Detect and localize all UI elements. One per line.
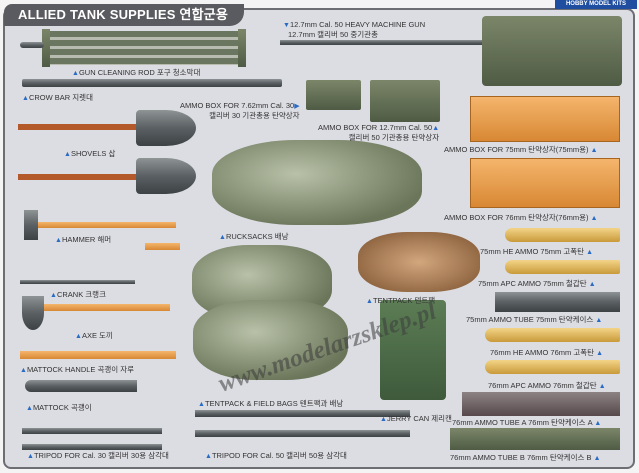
crank	[20, 280, 135, 284]
tripod-30-leg-1	[22, 428, 162, 434]
tripod-50-label: ▲TRIPOD FOR Cal. 50 캘리버 50용 삼각대	[205, 451, 347, 460]
tripod-50-leg-2	[195, 430, 410, 437]
ammo-box-50	[370, 80, 440, 122]
shovel-1	[136, 110, 196, 146]
ammo-tube-75	[495, 292, 620, 312]
heavy-machine-gun	[482, 16, 622, 86]
rucksacks-label: ▲RUCKSACKS 배낭	[219, 232, 289, 241]
apc-75-label: 75mm APC AMMO 75mm 철갑탄 ▲	[478, 279, 596, 288]
crow-bar-label: ▲CROW BAR 지렛대	[22, 93, 93, 102]
he-76-label: 76mm HE AMMO 76mm 고폭탄 ▲	[490, 348, 604, 357]
tentpack	[358, 232, 480, 292]
shovel-2	[136, 158, 196, 194]
page-title: ALLIED TANK SUPPLIES 연합군용	[4, 4, 245, 26]
axe-label: ▲AXE 도끼	[75, 331, 113, 340]
tripod-30-label: ▲TRIPOD FOR Cal. 30 캘리버 30용 삼각대	[27, 451, 169, 460]
tentpack-field-bags	[193, 300, 348, 380]
ammo-box-50-label: AMMO BOX FOR 12.7mm Cal. 50▲캘리버 50 기관총용 …	[318, 123, 440, 142]
ammo-box-30-label: AMMO BOX FOR 7.62mm Cal. 30▶캘리버 30 기관총용 …	[180, 101, 300, 120]
tentpack-bags-label: ▲TENTPACK & FIELD BAGS 텐트팩과 배낭	[198, 399, 344, 408]
cleaning-rod-label: ▲GUN CLEANING ROD 포구 청소막대	[72, 68, 201, 77]
shovels-label: ▲SHOVELS 삽	[64, 149, 116, 158]
jerry-can-label: ▲JERRY CAN 제리캔	[380, 414, 452, 423]
mattock-label: ▲MATTOCK 곡괭이	[26, 403, 92, 412]
gun-cleaning-rod	[50, 31, 238, 65]
hammer-label: ▲HAMMER 해머	[55, 235, 112, 244]
ammo-box-75	[470, 96, 620, 142]
hmg-barrel	[280, 40, 490, 45]
ammo-box-30	[306, 80, 361, 110]
hammer-head	[24, 210, 38, 240]
ammo-tube-76a	[462, 392, 620, 416]
tripod-30-leg-2	[22, 444, 162, 450]
tentpack-label: ▲TENTPACK 텐트팩	[366, 296, 436, 305]
crow-bar	[22, 79, 282, 87]
he-75-label: 75mm HE AMMO 75mm 고폭탄 ▲	[480, 247, 594, 256]
tube-76b-label: 76mm AMMO TUBE B 76mm 탄약케이스 B ▲	[450, 453, 601, 462]
crank-handle	[145, 243, 180, 250]
hammer-handle	[38, 222, 176, 228]
he-ammo-76	[485, 328, 620, 342]
rucksacks	[212, 140, 422, 225]
apc-76-label: 76mm APC AMMO 76mm 철갑탄 ▲	[488, 381, 606, 390]
apc-ammo-76	[485, 360, 620, 374]
mattock-handle	[20, 351, 176, 359]
tripod-50-leg-1	[195, 410, 410, 417]
shovel-handle-2	[18, 174, 138, 180]
cleaning-rod-end-right	[238, 29, 246, 67]
mattock-handle-label: ▲MATTOCK HANDLE 곡괭이 자루	[20, 365, 135, 374]
axe-handle	[40, 304, 170, 311]
brand-badge: HOBBY MODEL KITS	[555, 0, 637, 9]
crank-label: ▲CRANK 크랭크	[50, 290, 106, 299]
tube-76a-label: 76mm AMMO TUBE A 76mm 탄약케이스 A ▲	[452, 418, 602, 427]
ammo-box-76	[470, 158, 620, 208]
axe-head	[22, 296, 44, 330]
ammo-box-76-label: AMMO BOX FOR 76mm 탄약상자(76mm용) ▲	[444, 213, 598, 222]
he-ammo-75	[505, 228, 620, 242]
cleaning-rod-handle	[20, 42, 44, 48]
tube-75-label: 75mm AMMO TUBE 75mm 탄약케이스 ▲	[466, 315, 603, 324]
apc-ammo-75	[505, 260, 620, 274]
ammo-tube-76b	[450, 428, 620, 450]
ammo-box-75-label: AMMO BOX FOR 75mm 탄약상자(75mm용) ▲	[444, 145, 598, 154]
jerry-can	[380, 300, 446, 400]
cleaning-rod-end-left	[42, 29, 50, 67]
shovel-handle-1	[18, 124, 138, 130]
mattock	[25, 380, 137, 392]
